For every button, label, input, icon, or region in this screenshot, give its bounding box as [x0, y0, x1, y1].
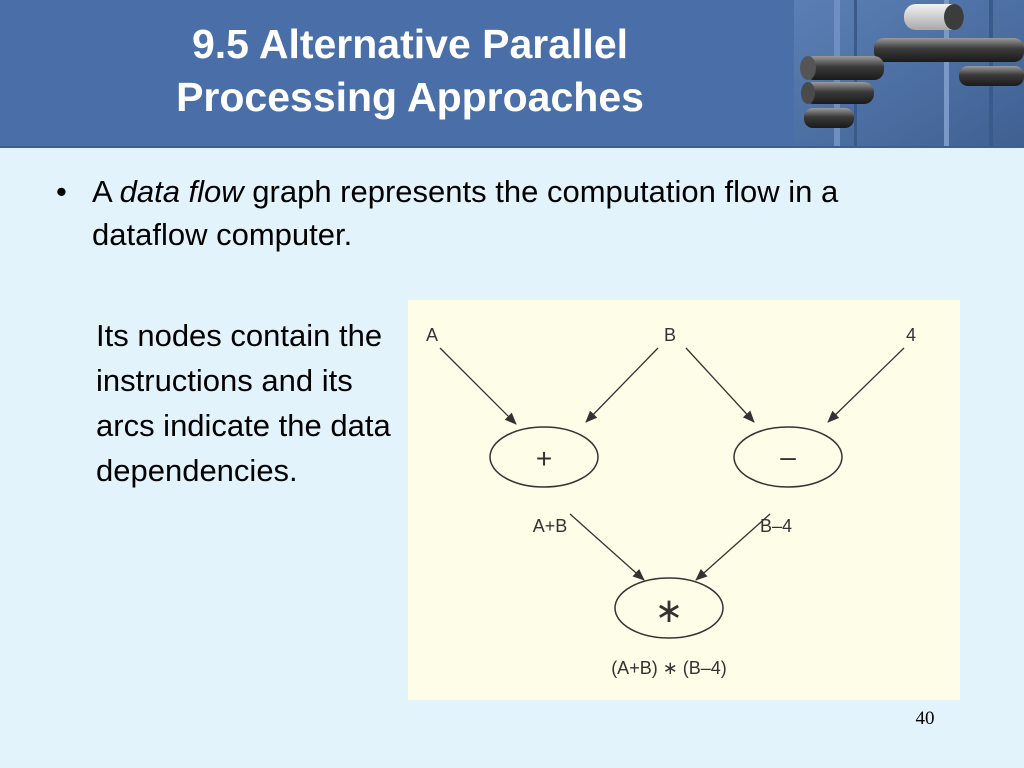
- bullet-text: A data flow graph represents the computa…: [92, 170, 852, 256]
- bullet-text-pre: A: [92, 174, 120, 209]
- input-a-label: A: [426, 325, 438, 345]
- arc-plus-to-times: [569, 513, 645, 581]
- arc-4-to-minus: [827, 347, 905, 423]
- data-flow-graph-svg: A B 4 + – ∗ A+B B–4 (A+B) ∗ (B–4): [426, 325, 916, 678]
- side-text: Its nodes contain the instructions and i…: [96, 318, 391, 488]
- page-number: 40: [915, 708, 935, 729]
- bullet-marker: •: [56, 174, 67, 209]
- node-plus: [489, 426, 599, 488]
- node-times-label: ∗: [655, 592, 684, 630]
- slide-header: 9.5 Alternative Parallel Processing Appr…: [0, 0, 1024, 148]
- title-line-2: Processing Approaches: [176, 74, 644, 120]
- result-label: (A+B) ∗ (B–4): [611, 658, 727, 678]
- arc-minus-out-label: B–4: [760, 516, 792, 536]
- slide-title: 9.5 Alternative Parallel Processing Appr…: [0, 18, 820, 124]
- arc-minus-to-times: [695, 513, 771, 581]
- node-minus: [733, 426, 843, 488]
- input-4-label: 4: [906, 325, 916, 345]
- pipes-photo: [794, 0, 1024, 146]
- node-minus-label: –: [780, 441, 796, 472]
- node-times: [614, 577, 724, 639]
- arc-a-to-plus: [439, 347, 517, 425]
- data-flow-graph: A B 4 + – ∗ A+B B–4 (A+B) ∗ (B–4): [408, 300, 960, 700]
- input-b-label: B: [664, 325, 676, 345]
- arc-b-to-plus: [585, 347, 659, 423]
- bullet-text-post: graph represents the computation flow in…: [92, 174, 839, 252]
- arc-b-to-minus: [685, 347, 755, 423]
- bullet-text-emphasis: data flow: [119, 174, 244, 209]
- node-plus-label: +: [536, 443, 552, 474]
- title-line-1: 9.5 Alternative Parallel: [191, 21, 629, 67]
- arc-plus-out-label: A+B: [533, 516, 568, 536]
